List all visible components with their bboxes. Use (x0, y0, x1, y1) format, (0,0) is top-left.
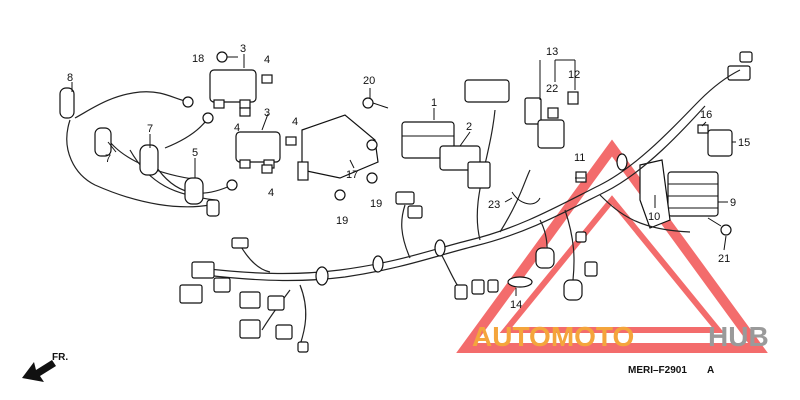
label-4-d: 4 (268, 187, 274, 199)
label-3-lower: 3 (264, 107, 270, 119)
label-8: 8 (67, 72, 73, 84)
bracket-10 (639, 159, 671, 229)
watermark-right-text: HUB (708, 321, 769, 352)
label-20: 20 (363, 75, 375, 87)
watermark-wordmark: AUTOMOTO HUB (472, 321, 769, 352)
drawing-code-text: MERI–F2901 (628, 365, 687, 376)
front-direction-arrow-icon: FR. (22, 352, 68, 382)
relay-15 (707, 129, 733, 157)
bolt-18 (216, 51, 238, 63)
main-wire-harness (199, 69, 741, 346)
label-6: 7 (147, 123, 153, 135)
harness-connectors-left (179, 237, 309, 353)
label-22: 22 (546, 83, 558, 95)
fuse-box (464, 79, 579, 149)
label-16: 16 (700, 109, 712, 121)
ignition-coil-lower (235, 131, 281, 169)
label-13: 13 (546, 46, 558, 58)
label-3-upper: 3 (240, 43, 246, 55)
label-5: 5 (192, 147, 198, 159)
clip-11 (575, 171, 587, 183)
label-2: 2 (466, 121, 472, 133)
ignition-coil-upper (209, 69, 257, 109)
nuts-19 (334, 172, 378, 201)
label-19-a: 19 (336, 215, 348, 227)
part-number-labels: 8 7 7 5 18 3 4 4 3 4 4 20 17 19 19 1 2 1… (67, 43, 750, 311)
direction-label: FR. (52, 352, 68, 363)
bolt-21 (707, 217, 732, 236)
label-9: 9 (730, 197, 736, 209)
label-23: 23 (488, 199, 500, 211)
watermark-left-text: AUTOMOTO (472, 321, 634, 352)
clips-4 (239, 74, 297, 174)
label-10: 10 (648, 211, 660, 223)
leader-lines (71, 54, 736, 296)
label-18: 18 (192, 53, 204, 65)
label-12: 12 (568, 69, 580, 81)
drawing-code: MERI–F2901 A (628, 365, 714, 376)
label-11: 11 (574, 152, 585, 164)
label-4-a: 4 (264, 54, 270, 66)
label-4-c: 4 (292, 116, 298, 128)
clip-16 (697, 124, 709, 134)
harness-connectors-center (395, 161, 598, 301)
label-17: 17 (346, 169, 358, 181)
spark-plug-cables (59, 87, 238, 217)
label-14: 14 (510, 299, 522, 311)
label-7: 7 (105, 153, 111, 165)
watermark-triangle-icon (456, 139, 768, 353)
connector-top-right (727, 51, 753, 81)
drawing-code-suffix: A (707, 365, 714, 376)
label-15: 15 (738, 137, 750, 149)
regulator-rectifier-9 (667, 171, 719, 217)
label-4-b: 4 (234, 122, 240, 134)
label-19-b: 19 (370, 198, 382, 210)
bolt-20 (362, 97, 389, 109)
label-21: 21 (718, 253, 730, 265)
label-1: 1 (431, 97, 437, 109)
bracket-17 (297, 114, 379, 181)
